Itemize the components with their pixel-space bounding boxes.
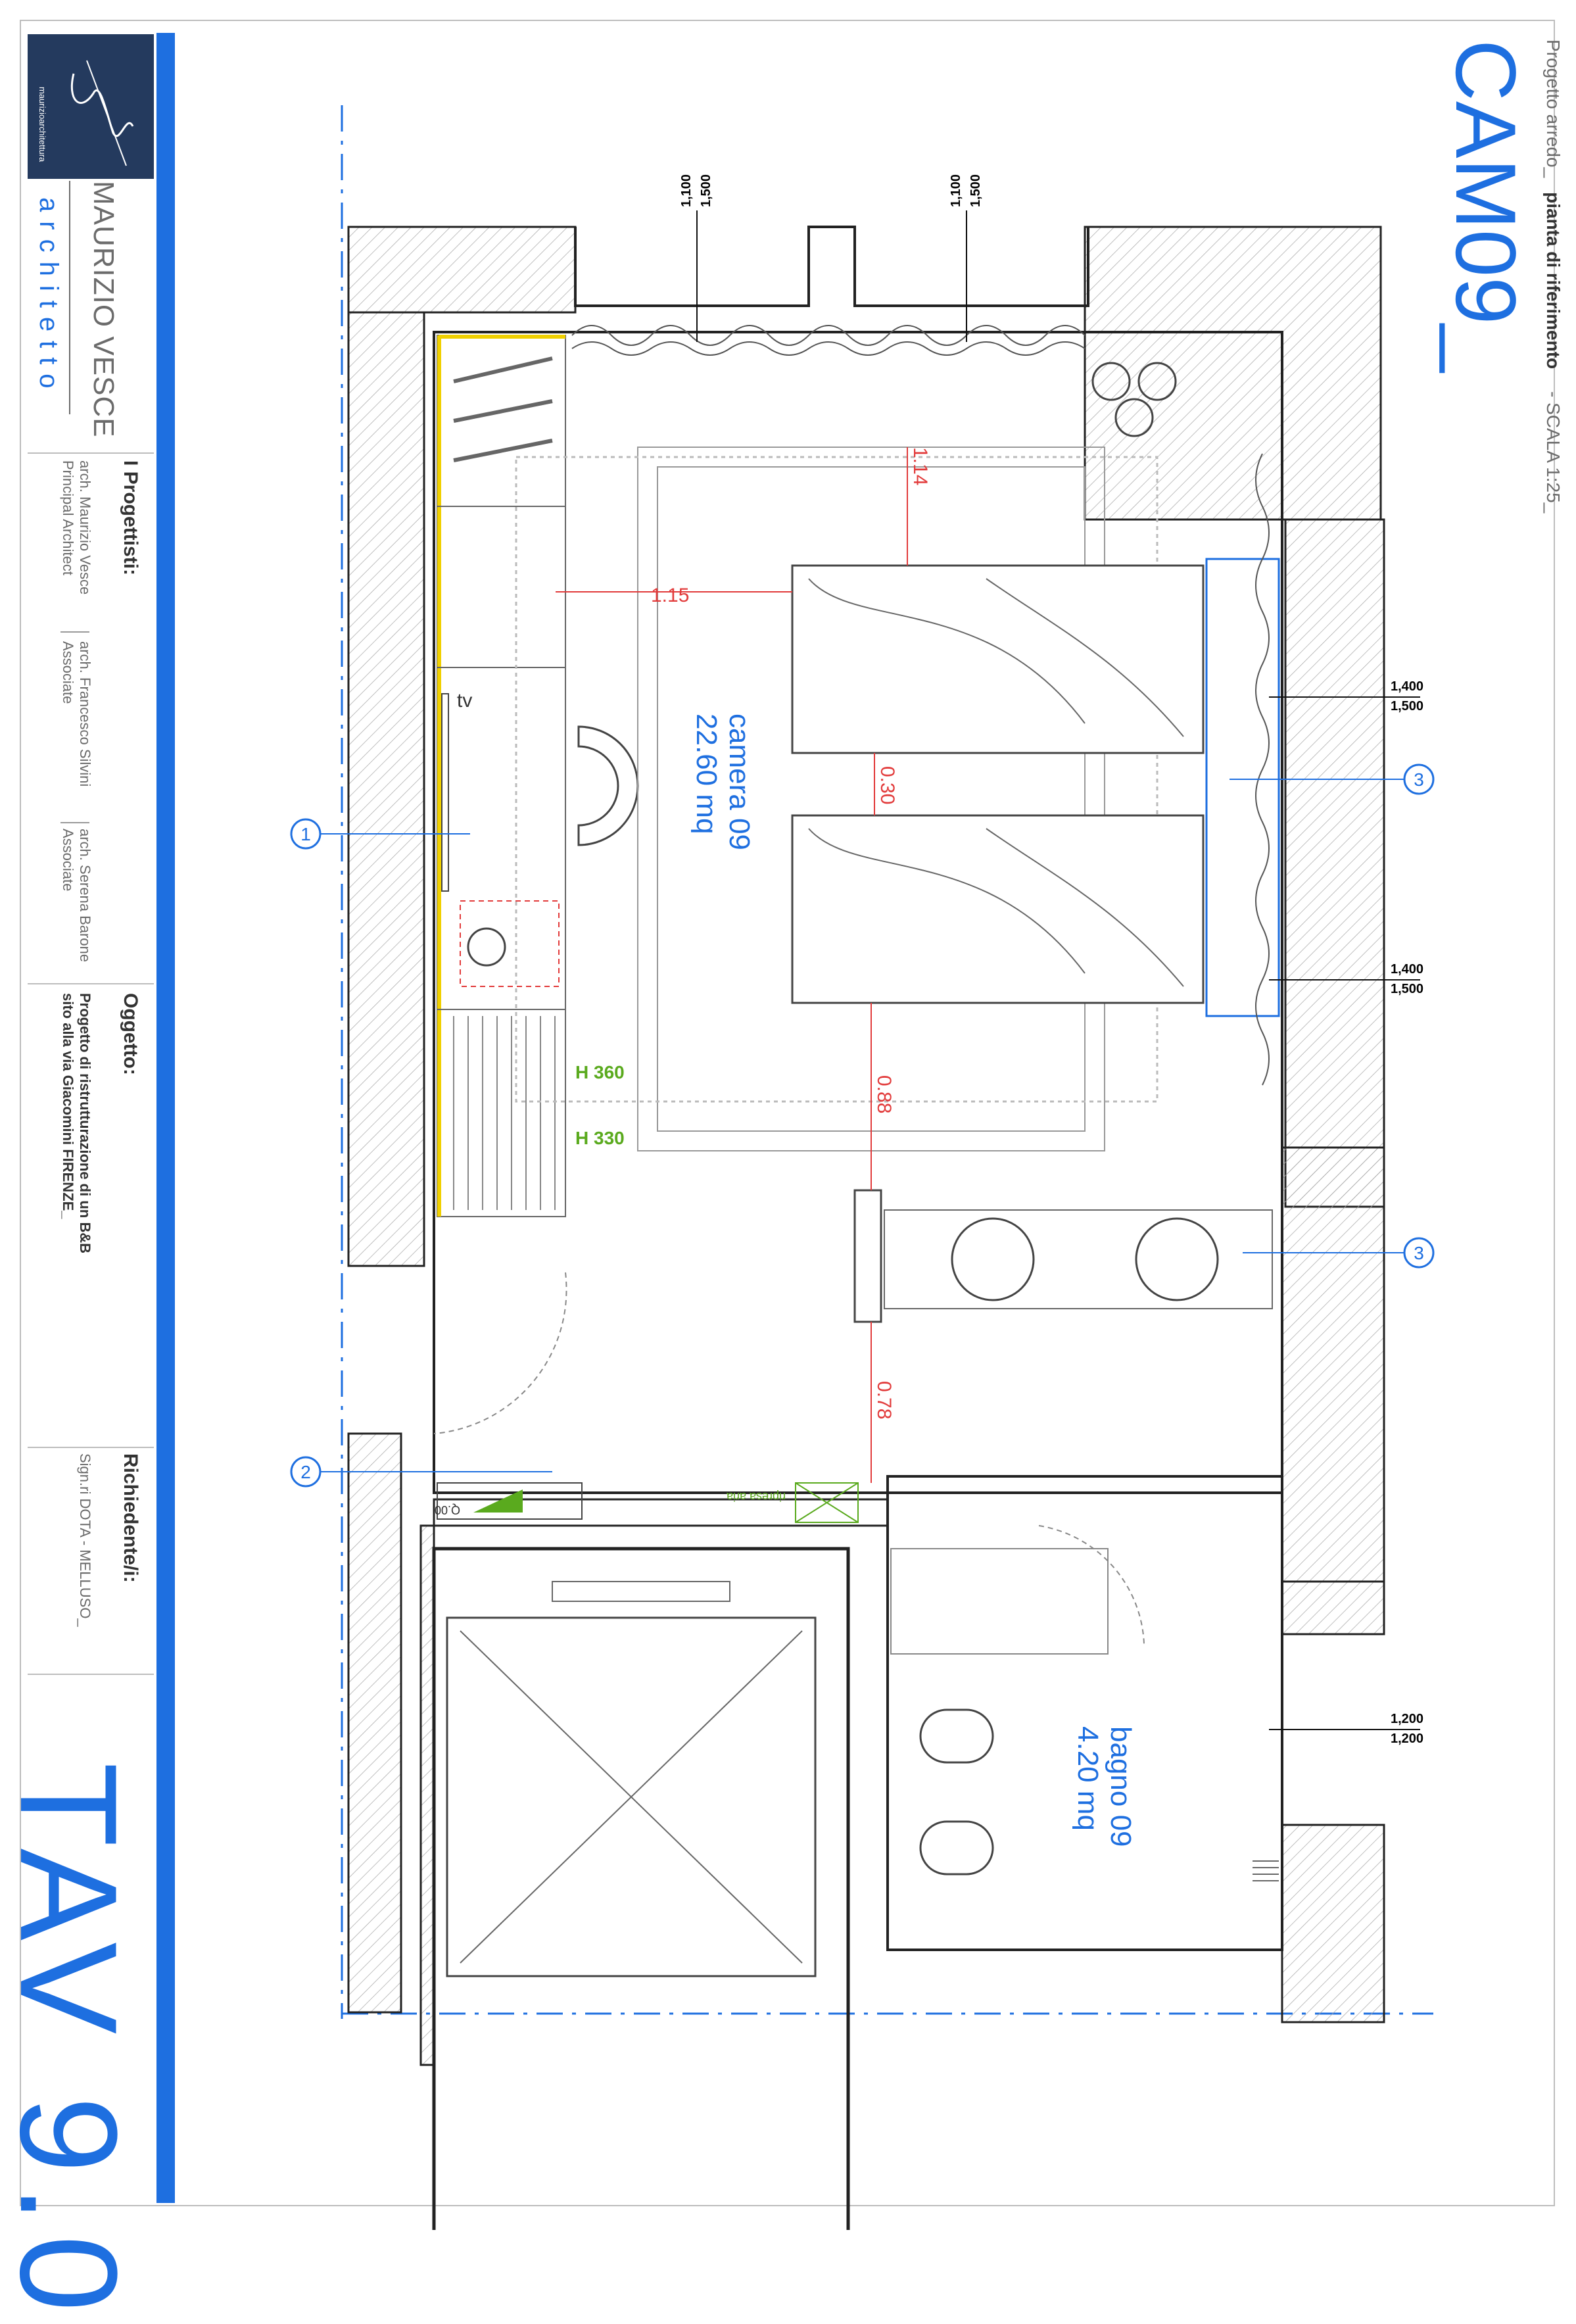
tv-unit <box>441 693 449 892</box>
callout-1-label: 1 <box>300 824 311 844</box>
desk-chair <box>577 725 639 846</box>
sink-icon <box>1135 1217 1219 1301</box>
dim-label-5: 0.78 <box>873 1381 895 1419</box>
vanity-counter <box>884 1209 1273 1309</box>
height-label-1: H 360 <box>575 1062 625 1082</box>
callout-leaders <box>321 779 1404 1472</box>
window-label-4-bottom: 1,500 <box>1391 982 1423 996</box>
window-label-5-top: 1,200 <box>1391 1712 1423 1726</box>
curtain <box>1255 453 1270 1086</box>
vent-label: ripresa aria <box>726 1490 786 1503</box>
safe-zone <box>460 900 560 987</box>
curtain <box>571 325 1086 346</box>
ceiling-outline <box>515 456 1158 1103</box>
hanger <box>453 439 553 462</box>
window-label-2-top: 1,100 <box>949 174 963 207</box>
wall <box>1281 1824 1385 2023</box>
bed <box>791 564 1205 1004</box>
studio-logo: maurizioarchitettura <box>28 34 154 179</box>
dim-label-2: 1.15 <box>651 585 689 606</box>
separator <box>28 983 154 984</box>
floor-plan: 1.14 1.15 0.30 0.88 0.78 H 360 H 330 cam… <box>290 105 1435 2230</box>
separator <box>28 1447 154 1448</box>
electrical-panel <box>437 1482 583 1520</box>
toilet-icon <box>919 1820 994 1876</box>
door-swing <box>433 1272 567 1434</box>
wardrobe <box>437 335 566 1217</box>
designer-divider <box>60 822 89 823</box>
shower-tray <box>890 1548 1109 1655</box>
title-block-band <box>156 33 175 2203</box>
bathroom-outline <box>886 1475 1283 1951</box>
dim-label-4: 0.88 <box>873 1075 895 1113</box>
window-label-3-top: 1,400 <box>1391 679 1423 694</box>
lamp-icon <box>1137 362 1177 401</box>
room-area-bedroom: 22.60 mq <box>690 714 723 834</box>
separator <box>28 452 154 454</box>
window-label-5-bottom: 1,200 <box>1391 1731 1423 1746</box>
window-leaders <box>696 210 1420 1730</box>
bidet-icon <box>919 1708 994 1764</box>
window-label-3-bottom: 1,500 <box>1391 699 1423 714</box>
sink-icon <box>951 1217 1035 1301</box>
room-area-bathroom: 4.20 mq <box>1072 1726 1104 1831</box>
callout-4-label: 3 <box>1414 1243 1424 1263</box>
mirror <box>853 1189 882 1323</box>
wall <box>1284 518 1385 1208</box>
dimension-lines <box>556 447 908 1483</box>
window-label-1-top: 1,100 <box>679 174 694 207</box>
wall <box>347 1432 402 2014</box>
curtain <box>571 341 1086 356</box>
bed-left <box>791 564 1205 754</box>
hanger <box>453 399 553 423</box>
studio-name-rule <box>69 181 70 414</box>
separator <box>28 1674 154 1675</box>
signature-logo-icon <box>70 60 134 166</box>
towel-radiator <box>1253 1860 1279 1881</box>
callout-3-label: 3 <box>1414 769 1424 790</box>
headboard <box>1205 558 1280 1017</box>
lift-shaft <box>446 1616 817 1977</box>
lamp-icon <box>1091 362 1131 401</box>
callout-3: 3 <box>1403 763 1435 795</box>
wall <box>347 226 577 314</box>
window-label-4-top: 1,400 <box>1391 962 1423 977</box>
panel-label: Q.00 <box>435 1503 460 1516</box>
walls <box>347 226 1385 2066</box>
stair-shaft-outline <box>432 1547 850 2230</box>
designer-divider <box>60 631 89 633</box>
sheet-frame <box>20 20 1555 2206</box>
wall <box>419 1524 435 2066</box>
callout-2: 2 <box>290 1456 322 1488</box>
bedsheet-folds <box>808 578 1184 737</box>
window-label-2-bottom: 1,500 <box>968 174 983 207</box>
room-name-bathroom: bagno 09 <box>1105 1726 1137 1847</box>
wall <box>347 311 425 1267</box>
callout-2-label: 2 <box>300 1462 311 1482</box>
room-name-bedroom: camera 09 <box>723 714 755 850</box>
panel-indicator <box>473 1489 523 1513</box>
callout-1: 1 <box>290 818 322 850</box>
tv-label: tv <box>457 690 472 712</box>
door-swing <box>1038 1525 1145 1645</box>
shelves <box>453 1016 556 1210</box>
window-wall-top <box>574 226 1089 307</box>
window-label-1-bottom: 1,500 <box>699 174 713 207</box>
dim-label-1: 1.14 <box>909 447 931 485</box>
callout-4: 3 <box>1403 1237 1435 1269</box>
wall <box>1084 226 1382 521</box>
wall <box>1281 1146 1385 1583</box>
vent-box <box>795 1482 859 1523</box>
height-label-2: H 330 <box>575 1128 625 1148</box>
bedsheet-folds <box>808 828 1184 987</box>
hanger <box>453 356 553 383</box>
dim-label-3: 0.30 <box>876 766 898 804</box>
lamp-icon <box>1114 398 1154 437</box>
bin-icon <box>467 927 506 967</box>
bed-right <box>791 814 1205 1004</box>
wall <box>1281 1580 1385 1635</box>
